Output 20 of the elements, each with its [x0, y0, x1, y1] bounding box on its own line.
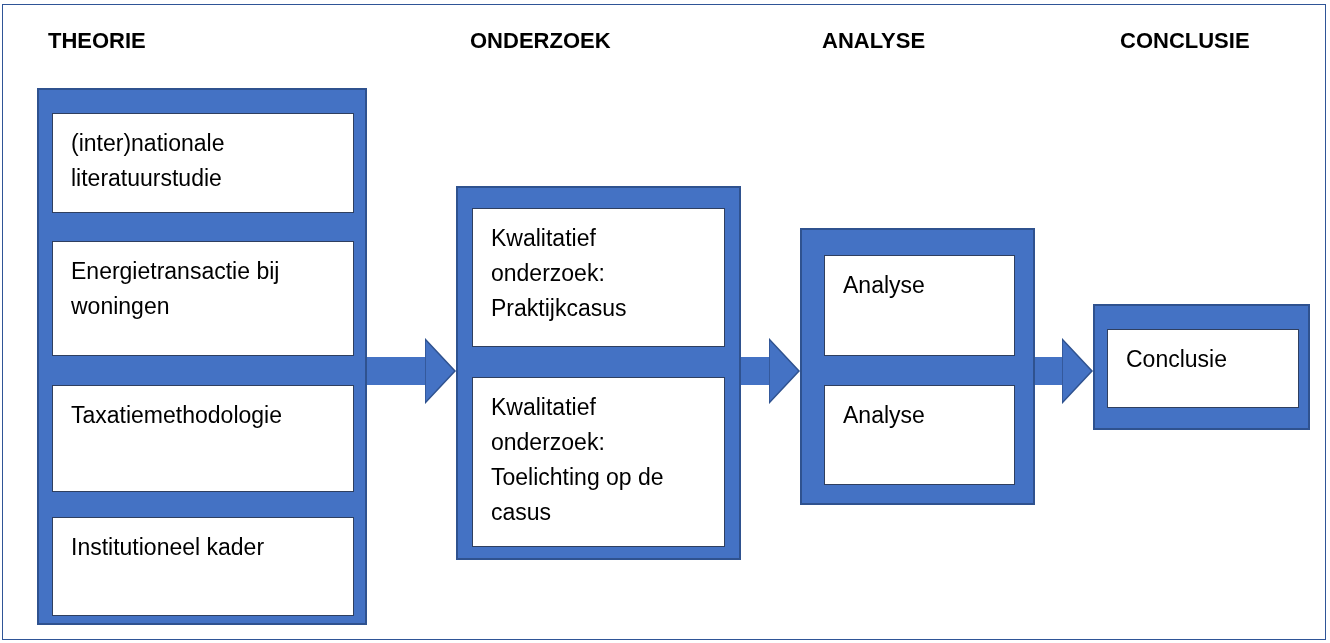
text-box: Conclusie	[1107, 329, 1299, 408]
text-box: Kwalitatief onderzoek: Praktijkcasus	[472, 208, 725, 347]
group-panel	[37, 88, 367, 625]
column-heading: CONCLUSIE	[1120, 28, 1250, 54]
block-arrow	[1035, 338, 1093, 404]
block-arrow	[367, 338, 456, 404]
block-arrow	[741, 338, 800, 404]
text-box: Kwalitatief onderzoek: Toelichting op de casus	[472, 377, 725, 547]
text-box: Taxatiemethodologie	[52, 385, 354, 492]
group-panel	[800, 228, 1035, 505]
text-box: (inter)nationale literatuurstudie	[52, 113, 354, 213]
text-box: Energietransactie bij woningen	[52, 241, 354, 356]
group-panel	[1093, 304, 1310, 430]
text-box: Analyse	[824, 255, 1015, 356]
column-heading: ONDERZOEK	[470, 28, 611, 54]
text-box: Analyse	[824, 385, 1015, 485]
column-heading: ANALYSE	[822, 28, 926, 54]
text-box: Institutioneel kader	[52, 517, 354, 616]
group-panel	[456, 186, 741, 560]
column-heading: THEORIE	[48, 28, 146, 54]
